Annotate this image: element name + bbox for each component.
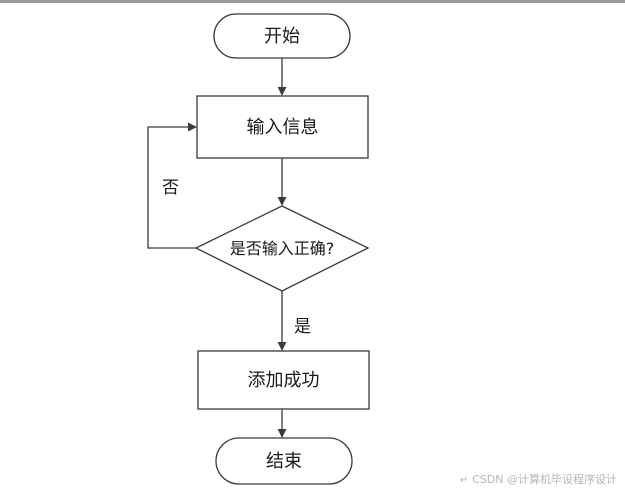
input-node: 输入信息 (196, 95, 369, 159)
end-node: 结束 (215, 437, 353, 485)
start-node-label: 开始 (264, 26, 300, 47)
edge-decision-no-loop (147, 122, 197, 249)
edge-label-yes: 是 (294, 317, 311, 337)
return-arrow-icon: ↵ (459, 475, 469, 486)
decision-node-label: 是否输入正确? (230, 239, 335, 258)
end-node-label: 结束 (266, 451, 302, 472)
csdn-watermark: ↵CSDN @计算机毕设程序设计 (460, 471, 617, 487)
watermark-text: CSDN @计算机毕设程序设计 (472, 473, 617, 486)
top-border (0, 0, 625, 3)
input-node-label: 输入信息 (247, 117, 319, 138)
start-node: 开始 (213, 13, 351, 59)
success-node: 添加成功 (197, 350, 370, 410)
success-node-label: 添加成功 (248, 370, 320, 391)
edge-label-no: 否 (162, 178, 179, 198)
decision-node: 是否输入正确? (194, 205, 370, 292)
